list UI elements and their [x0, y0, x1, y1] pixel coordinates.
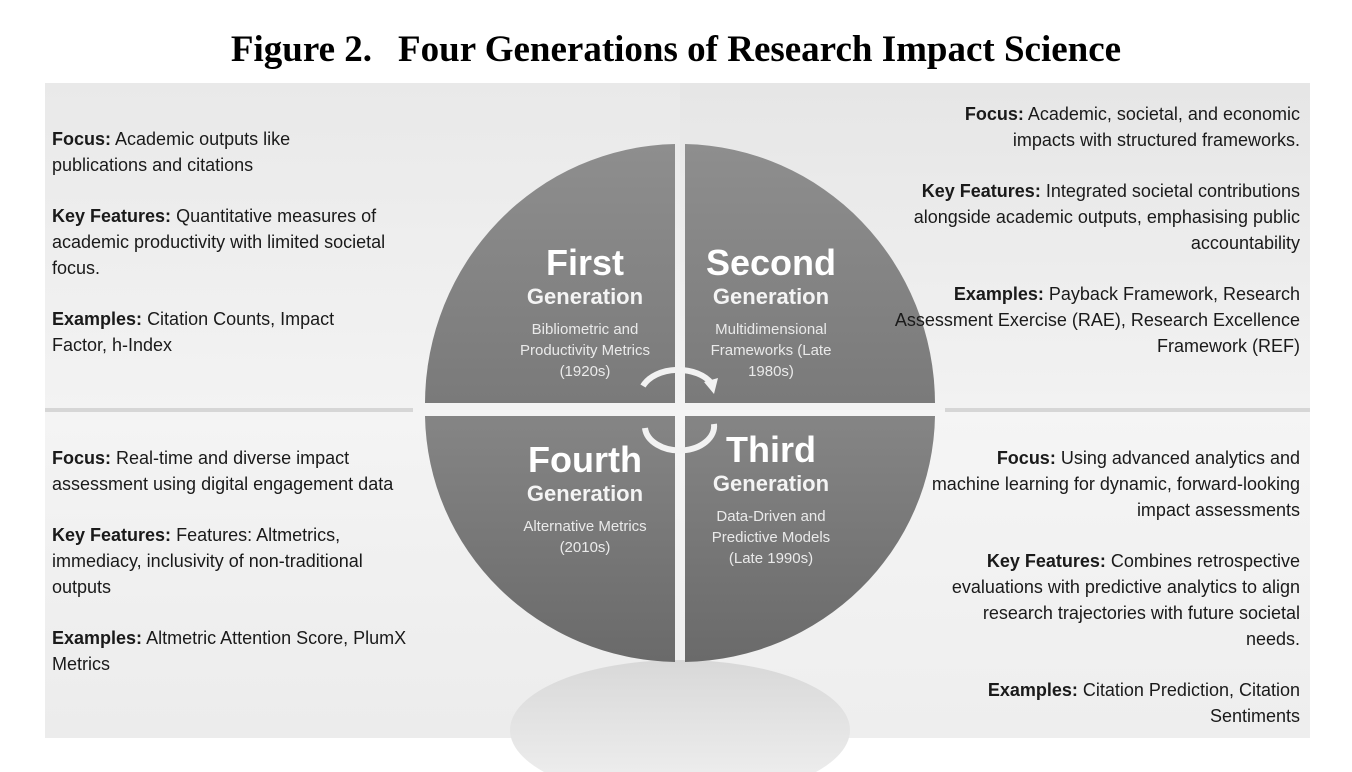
divider-right — [945, 408, 1310, 412]
quadrant-first — [425, 144, 675, 403]
focus-label: Focus: — [52, 448, 112, 468]
cycle-arrow-top-icon — [640, 366, 718, 394]
figure-number: Figure 2. — [230, 29, 373, 70]
generation-ordinal: Fourth — [528, 439, 642, 480]
generation-subtitle: Data-Driven and Predictive Models (Late … — [711, 508, 831, 567]
generation-ordinal: Second — [705, 242, 837, 283]
key-features-label: Key Features: — [986, 551, 1106, 571]
generation-ordinal: Third — [726, 429, 816, 470]
examples-text: Citation Prediction, Citation Sentiments — [1082, 680, 1300, 726]
quadrant-fourth — [425, 416, 675, 662]
third-generation-description: Focus: Using advanced analytics and mach… — [930, 445, 1300, 754]
first-generation-description: Focus: Academic outputs like publication… — [52, 126, 427, 383]
generation-second: Second Generation Multidimensional Frame… — [656, 243, 886, 382]
examples-label: Examples: — [987, 680, 1078, 700]
key-features-label: Key Features: — [52, 525, 172, 545]
focus-text: Academic, societal, and economic impacts… — [1012, 104, 1300, 150]
key-features-text: Integrated societal contributions alongs… — [913, 181, 1300, 253]
generation-subtitle: Bibliometric and Productivity Metrics (1… — [519, 321, 651, 380]
cycle-arrow-bottom-icon — [642, 423, 718, 454]
key-features-text: Features: Altmetrics, immediacy, inclusi… — [52, 525, 363, 597]
examples-text: Payback Framework, Research Assessment E… — [894, 284, 1300, 356]
focus-text: Real-time and diverse impact assessment … — [52, 448, 394, 494]
generation-fourth: Fourth Generation Alternative Metrics (2… — [470, 440, 700, 558]
focus-label: Focus: — [996, 448, 1056, 468]
key-features-text: Quantitative measures of academic produc… — [52, 206, 386, 278]
generation-ordinal: First — [545, 242, 624, 283]
circle-reflection — [510, 660, 850, 772]
focus-label: Focus: — [52, 129, 112, 149]
examples-label: Examples: — [52, 628, 143, 648]
focus-text: Using advanced analytics and machine lea… — [931, 448, 1300, 520]
second-generation-description: Focus: Academic, societal, and economic … — [890, 101, 1300, 384]
examples-text: Citation Counts, Impact Factor, h-Index — [52, 309, 335, 355]
generation-subtitle: Multidimensional Frameworks (Late 1980s) — [710, 321, 832, 380]
fourth-generation-description: Focus: Real-time and diverse impact asse… — [52, 445, 422, 702]
generation-label: Generation — [526, 284, 644, 309]
examples-label: Examples: — [52, 309, 143, 329]
generation-third: Third Generation Data-Driven and Predict… — [656, 430, 886, 569]
key-features-text: Combines retrospective evaluations with … — [951, 551, 1300, 649]
generation-label: Generation — [712, 471, 830, 496]
examples-text: Altmetric Attention Score, PlumX Metrics — [52, 628, 407, 674]
divider-left — [45, 408, 413, 412]
generation-label: Generation — [712, 284, 830, 309]
focus-text: Academic outputs like publications and c… — [52, 129, 291, 175]
generation-label: Generation — [526, 481, 644, 506]
generation-subtitle: Alternative Metrics (2010s) — [523, 518, 647, 556]
key-features-label: Key Features: — [52, 206, 172, 226]
focus-label: Focus: — [964, 104, 1024, 124]
quadrant-third — [685, 416, 935, 662]
quadrant-second — [685, 144, 935, 403]
generation-first: First Generation Bibliometric and Produc… — [470, 243, 700, 382]
examples-label: Examples: — [953, 284, 1044, 304]
figure-title-text: Four Generations of Research Impact Scie… — [398, 29, 1122, 70]
figure-title: Figure 2. Four Generations of Research Im… — [0, 28, 1352, 71]
key-features-label: Key Features: — [921, 181, 1041, 201]
